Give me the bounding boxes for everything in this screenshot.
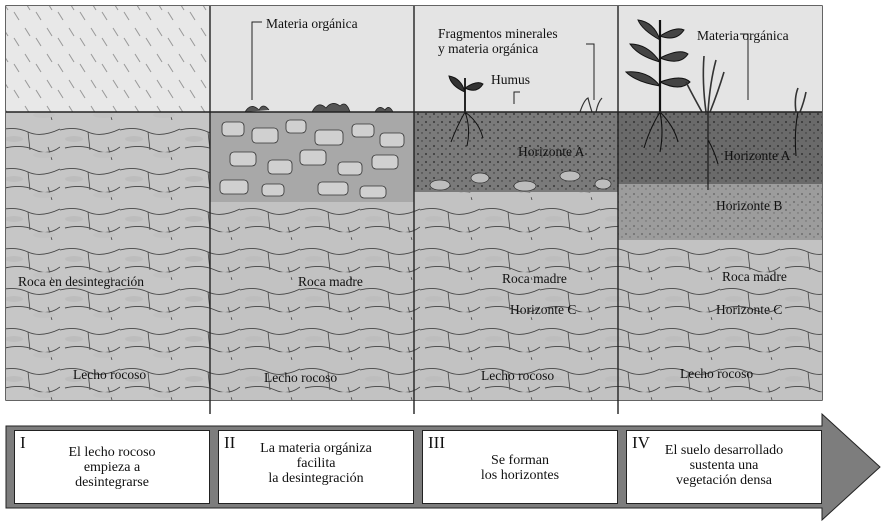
panel-1-label-rock-disintegrating: Roca en desintegración: [18, 274, 144, 289]
panel-4-label-parent-rock: Roca madre: [722, 269, 787, 284]
stage-box-3: III Se forman los horizontes: [422, 430, 618, 504]
stage-box-1: I El lecho rocoso empieza a desintegrars…: [14, 430, 210, 504]
panel-3-label-parent-rock: Roca madre: [502, 271, 567, 286]
panel-3-label-humus: Humus: [491, 72, 530, 87]
panel-4-label-horizon-c: Horizonte C: [716, 302, 782, 317]
panel-3: [414, 6, 618, 400]
stage-text: El lecho rocoso empieza a desintegrarse: [15, 445, 209, 490]
panel-2-label-parent-rock: Roca madre: [298, 274, 363, 289]
rain-icon: [6, 6, 210, 112]
panel-2: [210, 6, 414, 400]
stage-numeral: III: [428, 434, 445, 451]
panel-2-label-bedrock: Lecho rocoso: [264, 370, 337, 385]
panel-1-label-bedrock: Lecho rocoso: [73, 367, 146, 382]
stage-text: El suelo desarrollado sustenta una veget…: [627, 443, 821, 488]
stage-box-4: IV El suelo desarrollado sustenta una ve…: [626, 430, 822, 504]
panel-3-label-bedrock: Lecho rocoso: [481, 368, 554, 383]
panel-3-label-horizon-c: Horizonte C: [510, 302, 576, 317]
panel-3-label-horizon-a: Horizonte A: [518, 144, 584, 159]
panel-4-label-horizon-b: Horizonte B: [716, 198, 782, 213]
stage-box-2: II La materia orgániza facilita la desin…: [218, 430, 414, 504]
stage-text: Se forman los horizontes: [423, 453, 617, 483]
panel-3-label-mineral-fragments: Fragmentos minerales y materia orgánica: [438, 26, 558, 56]
panel-4-label-horizon-a: Horizonte A: [724, 148, 790, 163]
panel-1: [6, 6, 210, 400]
panel-4-label-bedrock: Lecho rocoso: [680, 366, 753, 381]
panel-4-label-organic-matter: Materia orgánica: [697, 28, 789, 43]
panel-2-label-organic-matter: Materia orgánica: [266, 16, 358, 31]
stage-text: La materia orgániza facilita la desinteg…: [219, 441, 413, 486]
